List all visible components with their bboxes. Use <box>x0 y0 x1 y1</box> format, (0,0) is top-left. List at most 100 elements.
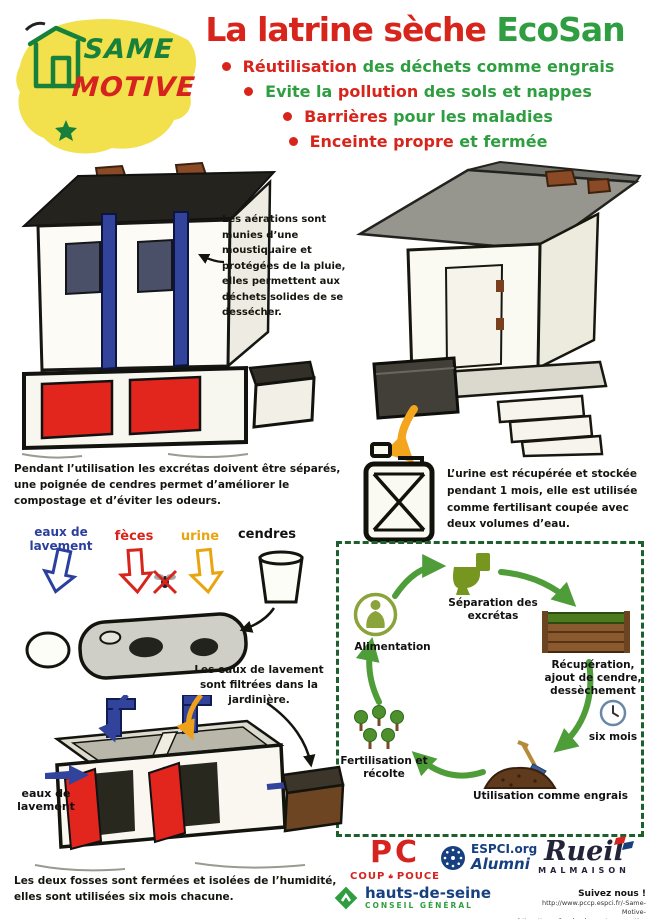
clock-icon <box>599 699 627 727</box>
fosses-note: Les deux fosses sont fermées et isolées … <box>14 875 337 903</box>
cycle-step-fertilisation: Fertilisation et récolte <box>340 755 428 781</box>
urine-flow-arrow <box>384 405 418 464</box>
jerrycan-illustration <box>363 442 435 543</box>
pc-coup-de-pouce-logo: PC COUP POUCE <box>350 838 440 882</box>
label-eaux-de-lavement-bottom: eaux de lavement <box>17 787 75 813</box>
ash-bucket <box>258 550 304 604</box>
bullet-item: Réutilisation des déchets comme engrais <box>190 57 646 76</box>
crossed-fly-icon <box>152 569 178 595</box>
jardiniere-pointer-arrow <box>266 701 316 768</box>
vent-cap-icon <box>586 177 612 195</box>
rueil-malmaison-logo: Rueil MALMAISON <box>524 836 644 875</box>
vault-door <box>147 761 187 844</box>
senegal-map-logo <box>16 18 197 154</box>
door <box>444 263 504 370</box>
soil-shovel-icon <box>483 740 557 789</box>
vault-door <box>40 379 114 440</box>
vent-pipe <box>173 211 189 368</box>
bullet-item: Barrières pour les maladies <box>190 107 646 126</box>
water-pot <box>25 631 71 669</box>
eaux-inflow-arrow <box>45 765 89 785</box>
coup-text: COUP <box>350 870 386 882</box>
espci-alumni-logo: ESPCI.org Alumni <box>440 842 538 874</box>
feces-curved-arrow <box>176 695 203 741</box>
bullet-text: Evite la <box>265 82 338 101</box>
bullet-text: pour les maladies <box>387 107 553 126</box>
mosquito-vent <box>137 238 173 294</box>
logo-scribble <box>24 21 46 32</box>
follow-us-text: Suivez nous ! <box>578 889 646 899</box>
compost-bin-icon <box>542 611 630 653</box>
bullet-text: Enceinte propre <box>309 132 454 151</box>
urine-note: L’urine est récupérée et stockée pendant… <box>447 468 638 531</box>
cycle-step-alimentation: Alimentation <box>354 641 431 653</box>
star-icon <box>55 120 77 141</box>
follow-block: Suivez nous ! http://www.pccp.espci.fr/-… <box>518 889 647 919</box>
page-title: La latrine sèche EcoSan <box>186 10 644 49</box>
malmaison-text: MALMAISON <box>538 866 630 875</box>
title-red: La latrine sèche <box>205 10 497 49</box>
rueil-text: Rueil <box>544 836 624 867</box>
bullet-item: Enceinte propre et fermée <box>190 132 646 151</box>
espci-alumni-text: Alumni <box>471 855 530 874</box>
bullet-text: pollution <box>337 82 419 101</box>
bullet-item: Evite la pollution des sols et nappes <box>190 82 646 101</box>
separation-diagram <box>25 547 304 680</box>
urine-arrow <box>188 547 225 595</box>
aeration-pointer-arrow <box>198 254 225 264</box>
logo-same-text: SAME <box>82 34 175 65</box>
latrine-wall <box>36 218 232 372</box>
vault-door <box>128 375 202 436</box>
label-urine: urine <box>180 529 220 544</box>
latrine-doodle-icon <box>27 25 87 89</box>
eaux-arrow <box>41 547 78 594</box>
jardiniere-planter <box>283 783 345 833</box>
facebook-url: https://www.facebook.com/samemotive <box>518 917 647 919</box>
feces-arrow <box>117 547 155 595</box>
cycle-step-recuperation: Récupération, ajout de cendre, dessèchem… <box>544 659 642 698</box>
cycle-step-separation: Séparation des excrétas <box>448 597 538 623</box>
bullet-dot-icon <box>288 137 298 146</box>
vent-pipe <box>101 213 117 371</box>
hds-conseil-text: CONSEIL GÉNÉRAL <box>365 901 473 911</box>
bullet-text: Réutilisation <box>242 57 358 76</box>
double-vault-illustration <box>34 695 345 872</box>
left-latrine-illustration <box>21 162 316 459</box>
thumb-up-icon <box>388 873 394 879</box>
bullet-dot-icon <box>221 62 231 71</box>
espci-org-text: ESPCI.org <box>471 842 538 856</box>
cycle-arrows <box>355 554 594 779</box>
website-url: http://www.pccp.espci.fr/-Same-Motive- <box>541 899 646 916</box>
right-latrine-illustration <box>356 160 642 458</box>
jardiniere-note: Les eaux de lavement sont filtrées dans … <box>194 664 324 707</box>
logo-motive-text: MOTIVE <box>70 72 197 103</box>
rueil-flag-icon <box>614 836 634 850</box>
mosquito-vent <box>65 240 101 296</box>
person-icon <box>353 592 398 637</box>
vault-door <box>63 767 103 851</box>
cycle-step-engrais: Utilisation comme engrais <box>473 790 628 802</box>
feces-hole <box>129 637 164 658</box>
bullet-text: Barrières <box>304 107 388 126</box>
separation-note: Pendant l’utilisation les excrétas doive… <box>14 463 341 507</box>
bullet-dot-icon <box>283 112 293 121</box>
squat-slab <box>78 612 248 680</box>
bullet-text: et fermée <box>453 132 548 151</box>
bullet-dot-icon <box>244 87 254 96</box>
urine-hole <box>190 638 219 657</box>
vent-cap-icon <box>544 168 578 188</box>
eaux-curved-arrow <box>98 695 129 743</box>
pc-logo-text: PC <box>369 835 420 870</box>
trees-icon <box>354 705 404 749</box>
cycle-step-six-mois: six mois <box>588 731 638 743</box>
hds-diamond-icon <box>334 886 358 910</box>
toilet-icon <box>453 553 490 595</box>
pouce-text: POUCE <box>396 870 440 882</box>
planter-box <box>252 376 316 429</box>
label-cendres: cendres <box>237 527 297 542</box>
label-eaux-de-lavement: eaux de lavement <box>29 525 93 553</box>
hds-name-text: hauts-de-seine <box>365 884 492 903</box>
jerrycan-cap <box>370 442 392 458</box>
hauts-de-seine-logo: hauts-de-seine CONSEIL GÉNÉRAL <box>333 884 492 911</box>
